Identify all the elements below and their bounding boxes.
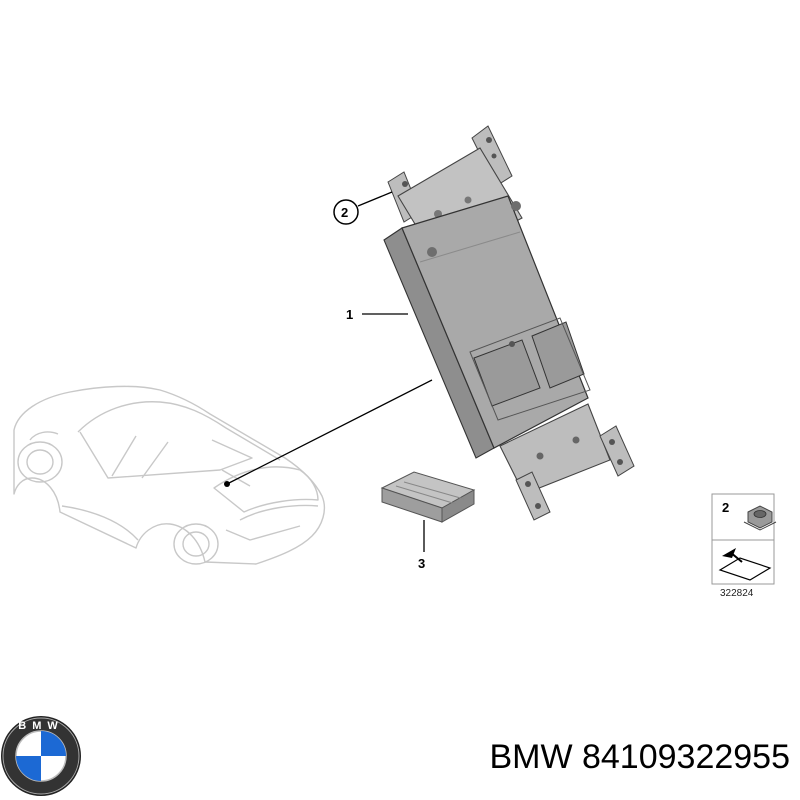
small-component <box>380 471 476 523</box>
module-main-face <box>401 195 589 449</box>
legend-item-number: 2 <box>722 500 729 515</box>
logo-brand-text: BMW <box>18 720 64 732</box>
location-leader-line <box>226 379 433 485</box>
callout-3-label: 3 <box>418 556 425 571</box>
callout-2-leader <box>357 191 393 207</box>
diagram-arrow-icon <box>718 548 772 581</box>
callout-2-label: 2 <box>341 205 348 220</box>
callout-2-circle <box>333 199 359 225</box>
bracket-tab-bottom-right <box>599 425 635 477</box>
caption-brand: BMW <box>489 738 573 776</box>
bracket-lower-plate <box>499 403 611 495</box>
callout-1-label: 1 <box>346 307 353 322</box>
bmw-logo: BMW <box>1 716 81 796</box>
connector-socket-right <box>531 321 585 389</box>
car-outline <box>13 385 326 565</box>
legend-box: 2 322824 <box>711 493 777 599</box>
bracket-tab-bottom-left <box>515 471 551 521</box>
part-caption: BMW 84109322955 <box>410 738 790 777</box>
legend-diagram-number: 322824 <box>720 588 754 599</box>
caption-part-number: 84109322955 <box>581 738 790 776</box>
nut-icon <box>743 505 777 531</box>
control-module <box>383 125 635 521</box>
